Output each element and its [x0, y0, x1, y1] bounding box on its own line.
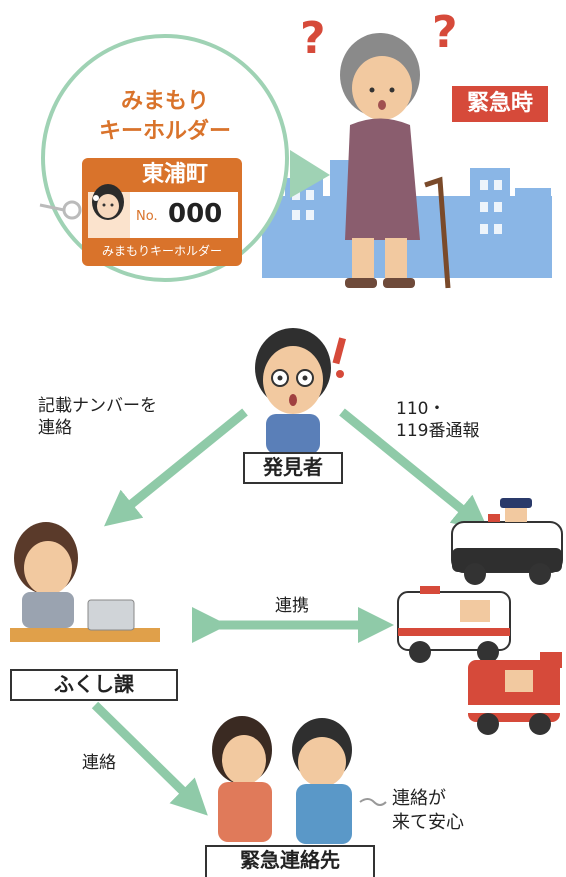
edge-label-contact: 連絡	[82, 753, 116, 773]
arrow-finder-to-welfare	[104, 408, 248, 527]
flow-diagram	[10, 328, 563, 844]
question-mark-right: ?	[432, 7, 458, 58]
keyholder-town: 東浦町	[141, 162, 208, 187]
emergency-contact-couple-illustration	[212, 716, 387, 844]
keyholder-title-line1: みまもり	[120, 89, 209, 114]
police-car-illustration	[451, 498, 563, 585]
edge-label-relief: 連絡が 来て安心	[392, 788, 464, 833]
keyholder-no-label: No.	[136, 209, 158, 224]
question-mark-left: ?	[300, 13, 326, 64]
avatar-illustration	[92, 184, 124, 220]
edge-label-cooperation: 連携	[275, 596, 309, 616]
emergency-contact-node: 緊急連絡先	[205, 845, 375, 877]
keyholder-footer: みまもりキーホルダー	[101, 244, 222, 258]
emergency-scene	[39, 33, 552, 289]
elderly-woman-illustration	[340, 33, 451, 289]
edge-label-contact-number: 記載ナンバーを 連絡	[38, 396, 157, 438]
finder-node: 発見者	[243, 452, 343, 484]
emergency-badge: 緊急時	[452, 86, 548, 122]
welfare-worker-illustration	[10, 522, 160, 642]
edge-label-report: 110・ 119番通報	[396, 399, 480, 441]
fire-truck-illustration	[468, 652, 562, 735]
arrow-welfare-to-contact	[91, 701, 208, 816]
keyholder-card	[39, 158, 242, 266]
welfare-node: ふくし課	[10, 669, 178, 701]
finder-illustration	[255, 328, 347, 454]
ambulance-illustration	[397, 586, 511, 663]
keyholder-title-line2: キーホルダー	[98, 119, 231, 144]
keyholder-number: 000	[168, 199, 223, 229]
arrow-finder-to-police	[339, 408, 489, 532]
